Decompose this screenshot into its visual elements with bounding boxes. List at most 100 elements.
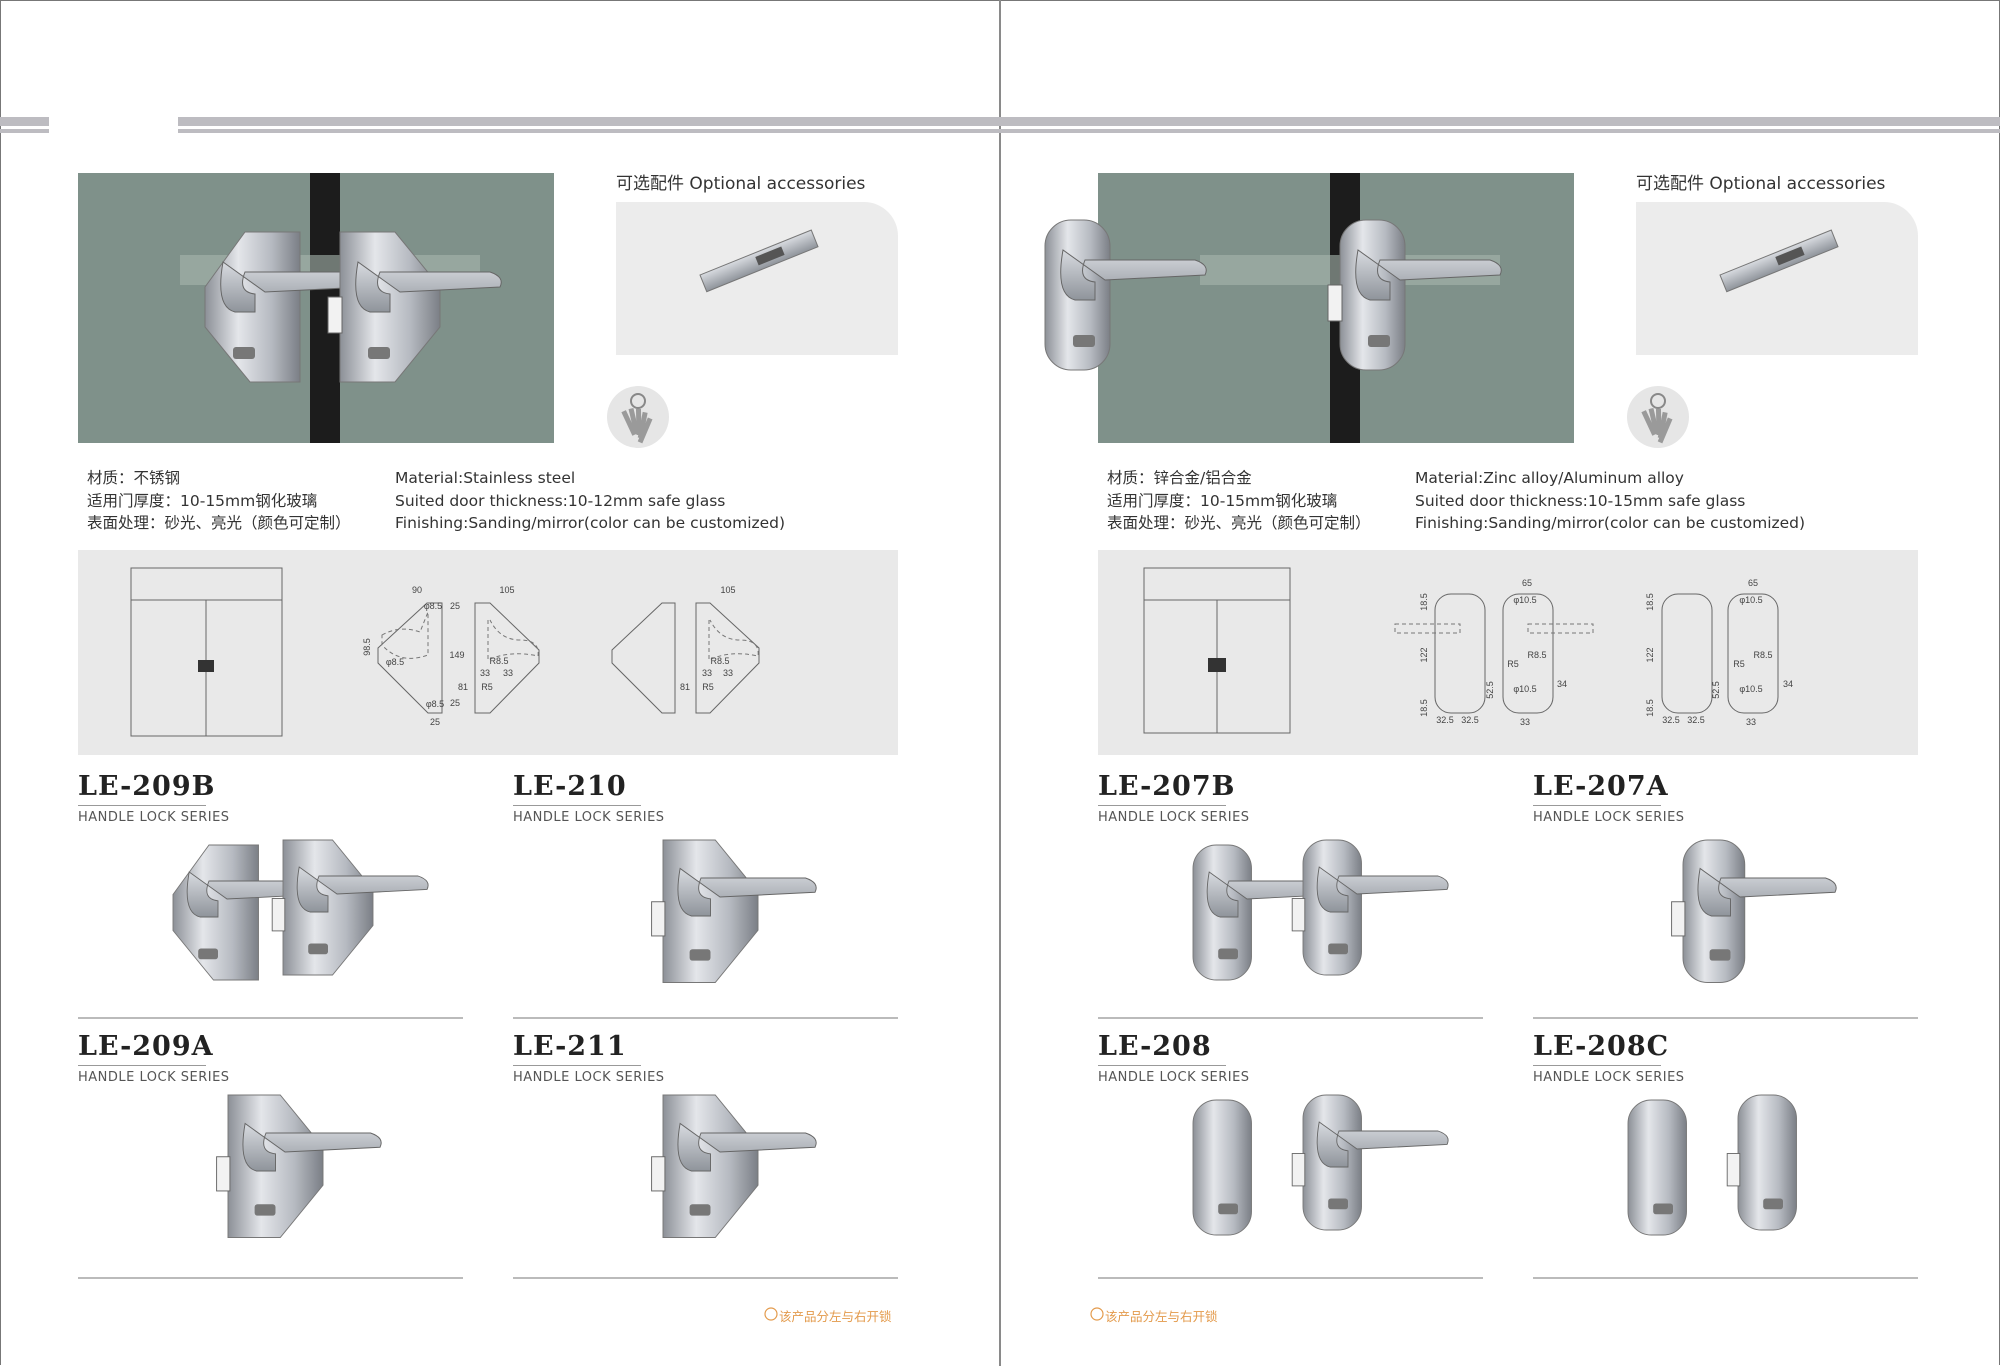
dimension-drawing-panel (78, 550, 898, 755)
dimension-label: 34 (1557, 679, 1567, 689)
dimension-label: R5 (481, 682, 493, 692)
handle-outline (1527, 623, 1594, 634)
dimension-label: 33 (1520, 717, 1530, 727)
spec-en-line: Material:Zinc alloy/Aluminum alloy (1415, 469, 1684, 487)
product-series: HANDLE LOCK SERIES (78, 1070, 230, 1085)
dimension-label: 81 (680, 682, 690, 692)
lock-plate (1627, 1099, 1687, 1236)
spec-en-line: Suited door thickness:10-12mm safe glass (395, 491, 726, 510)
lock-illustration (271, 839, 429, 976)
dimension-label: R8.5 (1527, 650, 1546, 660)
dimension-label: 33 (480, 668, 490, 678)
accessories-title: 可选配件 Optional accessories (616, 174, 866, 194)
strike-plate-icon (699, 229, 819, 293)
title-underline (513, 1065, 641, 1066)
thumb-turn (1218, 1203, 1238, 1215)
spec-cn-line: 适用门厚度：10-15mm钢化玻璃 (87, 491, 318, 510)
dimension-label: φ8.5 (424, 601, 442, 611)
door-lock-mark (1208, 658, 1226, 672)
thumb-turn (198, 948, 218, 960)
warning-icon (1090, 1307, 1104, 1321)
spec-en-line: Finishing:Sanding/mirror(color can be cu… (1415, 514, 1806, 532)
plate-outline (1502, 593, 1554, 714)
lock-plate (1737, 1094, 1797, 1231)
dimension-label: 32.5 (1436, 715, 1454, 725)
header-bar (0, 129, 49, 133)
strike-plate-icon (1719, 229, 1839, 293)
product-series: HANDLE LOCK SERIES (513, 1070, 665, 1085)
dimension-label: 52.5 (1485, 681, 1495, 699)
plate-outline (474, 602, 540, 714)
product-series: HANDLE LOCK SERIES (1533, 810, 1685, 825)
dimension-label: 33 (1746, 717, 1756, 727)
lock-illustration (327, 231, 502, 383)
key-ring-icon (1650, 393, 1666, 409)
dimension-label: 18.5 (1419, 699, 1429, 717)
dimension-label: φ10.5 (1513, 595, 1536, 605)
dimension-label: 33 (723, 668, 733, 678)
spec-en-line: Suited door thickness:10-15mm safe glass (1415, 491, 1746, 510)
key-icon (1657, 417, 1673, 444)
latch-bolt (1291, 1153, 1306, 1187)
key-ring-icon (630, 393, 646, 409)
dimension-label: 33 (503, 668, 513, 678)
thumb-turn (308, 943, 328, 955)
handedness-note: 该产品分左与右开锁 (1105, 1309, 1218, 1324)
header-bar (178, 117, 2000, 126)
spec-en-line: Material:Stainless steel (395, 469, 576, 487)
lock-illustration (1192, 1099, 1252, 1236)
plate-outline (611, 602, 676, 714)
spec-cn-line: 表面处理：砂光、亮光（颜色可定制） (1107, 514, 1371, 532)
lever-handle (1355, 249, 1502, 301)
product-model: LE-207A (1533, 771, 1669, 802)
thumb-turn (1763, 1198, 1783, 1210)
dimension-label: 18.5 (1645, 699, 1655, 717)
latch-bolt (651, 1156, 666, 1192)
dimension-label: 18.5 (1419, 593, 1429, 611)
header-bar (178, 129, 2000, 133)
lock-illustration (1291, 1094, 1449, 1231)
product-model: LE-208 (1098, 1031, 1212, 1062)
dimension-label: 34 (1783, 679, 1793, 689)
product-series: HANDLE LOCK SERIES (513, 810, 665, 825)
product-model: LE-208C (1533, 1031, 1670, 1062)
lever-handle (1316, 1121, 1449, 1168)
key-icon (1657, 411, 1668, 439)
lock-illustration (651, 1094, 817, 1238)
spec-en-line: Finishing:Sanding/mirror(color can be cu… (395, 514, 786, 532)
dimension-label: 105 (499, 585, 514, 595)
product-model: LE-207B (1098, 771, 1236, 802)
thumb-turn (1328, 1198, 1348, 1210)
product-model: LE-210 (513, 771, 627, 802)
key-icon (1641, 410, 1657, 436)
thumb-turn (233, 347, 255, 359)
lever-handle (1316, 866, 1449, 913)
product-separator (1098, 1017, 1483, 1019)
product-separator (513, 1277, 898, 1279)
dimension-label: 25 (430, 717, 440, 727)
product-model: LE-211 (513, 1031, 627, 1062)
spec-cn-line: 适用门厚度：10-15mm钢化玻璃 (1107, 491, 1338, 510)
dimension-label: 122 (1419, 647, 1429, 662)
dimension-drawing-panel (1098, 550, 1918, 755)
lever-handle (355, 261, 502, 313)
plate-outline (1661, 593, 1713, 714)
dimension-label: 149 (449, 650, 464, 660)
thumb-turn (1218, 948, 1238, 960)
dimension-label: R8.5 (1753, 650, 1772, 660)
thumb-turn (254, 1204, 276, 1216)
product-series: HANDLE LOCK SERIES (1098, 1070, 1250, 1085)
dimension-label: 25 (450, 698, 460, 708)
thumb-turn (1368, 335, 1390, 347)
thumb-turn (1328, 943, 1348, 955)
handle-outline (381, 611, 429, 659)
dimension-label: 65 (1748, 578, 1758, 588)
lever-handle (296, 866, 429, 913)
thumb-turn (1073, 335, 1095, 347)
title-underline (1098, 1065, 1226, 1066)
lever-handle (677, 1122, 817, 1172)
dimension-label: 33 (702, 668, 712, 678)
lock-illustration (1726, 1094, 1797, 1231)
lever-handle (1697, 867, 1837, 917)
